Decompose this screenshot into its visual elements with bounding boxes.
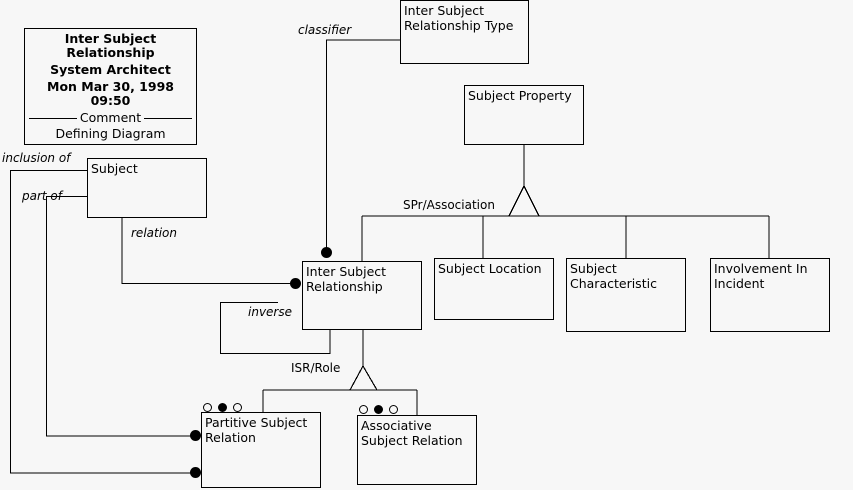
qualifier-ring-associative-2 <box>374 405 383 414</box>
label-relation: relation <box>131 226 177 240</box>
label-part-of: part of <box>22 189 62 203</box>
qualifier-ring-associative-1 <box>359 405 368 414</box>
qualifier-ring-partitive-1 <box>203 403 212 412</box>
association-dot-isr-left <box>290 278 301 289</box>
separator-rule-right <box>144 117 192 119</box>
label-inverse: inverse <box>248 305 292 319</box>
label-spr-association: SPr/Association <box>403 198 495 212</box>
generalization-triangle-spr <box>508 184 540 217</box>
node-involvement-in-incident[interactable]: Involvement In Incident <box>710 258 830 332</box>
node-associative-subject-relation[interactable]: Associative Subject Relation <box>357 415 477 485</box>
title-subtitle: Defining Diagram <box>55 126 166 141</box>
separator-rule-left <box>29 117 77 119</box>
title-line-2: System Architect <box>50 62 171 77</box>
node-inter-subject-relationship-type[interactable]: Inter Subject Relationship Type <box>400 0 529 64</box>
qualifier-ring-associative-3 <box>389 405 398 414</box>
node-inter-subject-relationship[interactable]: Inter Subject Relationship <box>302 261 422 330</box>
node-subject-characteristic[interactable]: Subject Characteristic <box>566 258 686 332</box>
label-inclusion-of: inclusion of <box>2 151 71 165</box>
node-subject-property[interactable]: Subject Property <box>464 85 584 145</box>
association-dot-isr-top <box>321 247 332 258</box>
qualifier-ring-partitive-3 <box>233 403 242 412</box>
node-partitive-subject-relation[interactable]: Partitive Subject Relation <box>201 412 321 488</box>
association-dot-partitive-part-of <box>190 430 201 441</box>
node-subject-location[interactable]: Subject Location <box>434 258 554 320</box>
label-classifier: classifier <box>298 23 352 37</box>
title-line-3: Mon Mar 30, 1998 09:50 <box>47 79 174 108</box>
label-isr-role: ISR/Role <box>291 361 341 375</box>
diagram-title-block: Inter Subject Relationship System Archit… <box>24 28 197 145</box>
node-subject[interactable]: Subject <box>87 158 207 218</box>
association-dot-partitive-inclusion-of <box>190 467 201 478</box>
title-line-1: Inter Subject Relationship <box>64 31 157 60</box>
comment-separator: Comment <box>25 111 196 125</box>
comment-caption: Comment <box>79 110 142 125</box>
edge-classifier <box>325 39 400 253</box>
generalization-triangle-isr-role <box>348 364 379 391</box>
qualifier-ring-partitive-2 <box>218 403 227 412</box>
